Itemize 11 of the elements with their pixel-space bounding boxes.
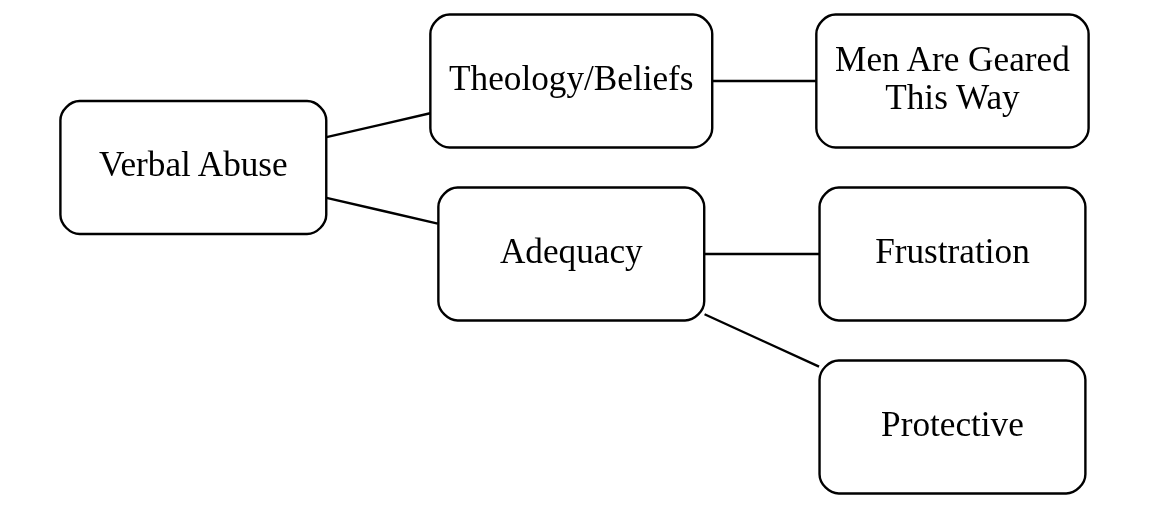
node-box: Adequacy	[437, 186, 706, 322]
connector	[326, 112, 431, 139]
connector	[704, 313, 820, 368]
node-box: Men Are Geared This Way	[815, 13, 1090, 149]
connector	[704, 252, 820, 256]
node-box: Frustration	[818, 186, 1087, 322]
connector	[712, 79, 817, 83]
node-box: Verbal Abuse	[59, 99, 328, 236]
node-box: Protective	[818, 359, 1087, 495]
node-box: Theology/Beliefs	[429, 13, 714, 149]
connector	[326, 196, 439, 225]
